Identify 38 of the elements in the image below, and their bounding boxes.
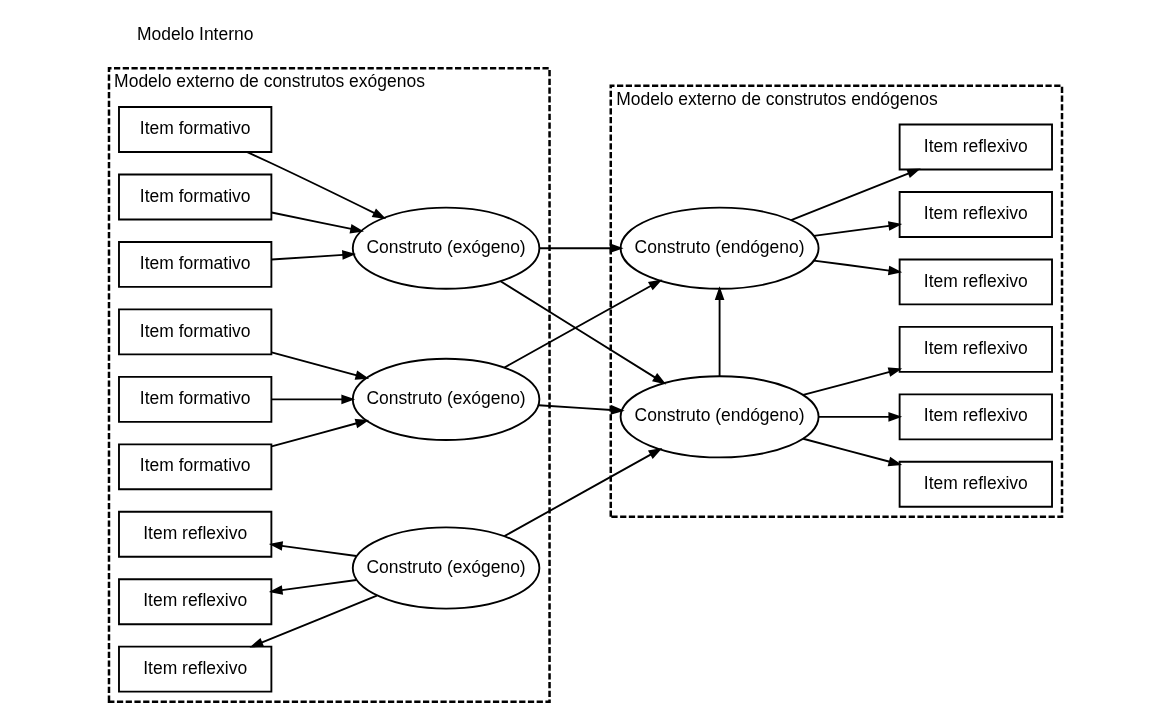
- node-box: Item reflexivo: [898, 325, 1053, 373]
- node-box: Item formativo: [118, 241, 273, 288]
- arrow: [790, 168, 921, 222]
- arrow: [537, 404, 625, 415]
- arrow: [802, 437, 903, 467]
- arrow: [802, 367, 903, 396]
- arrow: [812, 221, 903, 237]
- label: Modelo Interno: [136, 24, 254, 45]
- arrow: [270, 211, 364, 234]
- arrow: [270, 351, 370, 380]
- arrow: [268, 541, 358, 557]
- node-box: Item reflexivo: [898, 123, 1053, 171]
- node-box: Item formativo: [118, 308, 273, 356]
- node-box: Item reflexivo: [118, 578, 273, 626]
- node-box: Item formativo: [118, 173, 273, 221]
- arrow: [503, 279, 663, 369]
- arrow: [270, 418, 370, 448]
- arrow: [503, 448, 663, 538]
- arrow: [499, 280, 667, 385]
- node-box: Item formativo: [118, 375, 273, 423]
- node-box: Item reflexivo: [898, 258, 1053, 306]
- arrow: [268, 579, 358, 595]
- arrow: [270, 250, 357, 261]
- arrow: [812, 259, 903, 276]
- node-box: Item reflexivo: [898, 460, 1053, 508]
- arrow: [538, 243, 624, 253]
- arrow: [714, 286, 725, 377]
- arrow: [270, 394, 356, 405]
- arrow: [246, 151, 387, 219]
- arrow: [817, 412, 903, 422]
- node-box: Item reflexivo: [118, 510, 273, 558]
- node-ellipse: Construto (exógeno): [351, 526, 541, 610]
- node-box: Item reflexivo: [118, 645, 273, 693]
- node-box: Item reflexivo: [898, 191, 1053, 238]
- node-box: Item reflexivo: [898, 393, 1053, 441]
- node-box: Item formativo: [118, 106, 273, 153]
- node-box: Item formativo: [118, 443, 273, 491]
- arrow: [249, 594, 378, 648]
